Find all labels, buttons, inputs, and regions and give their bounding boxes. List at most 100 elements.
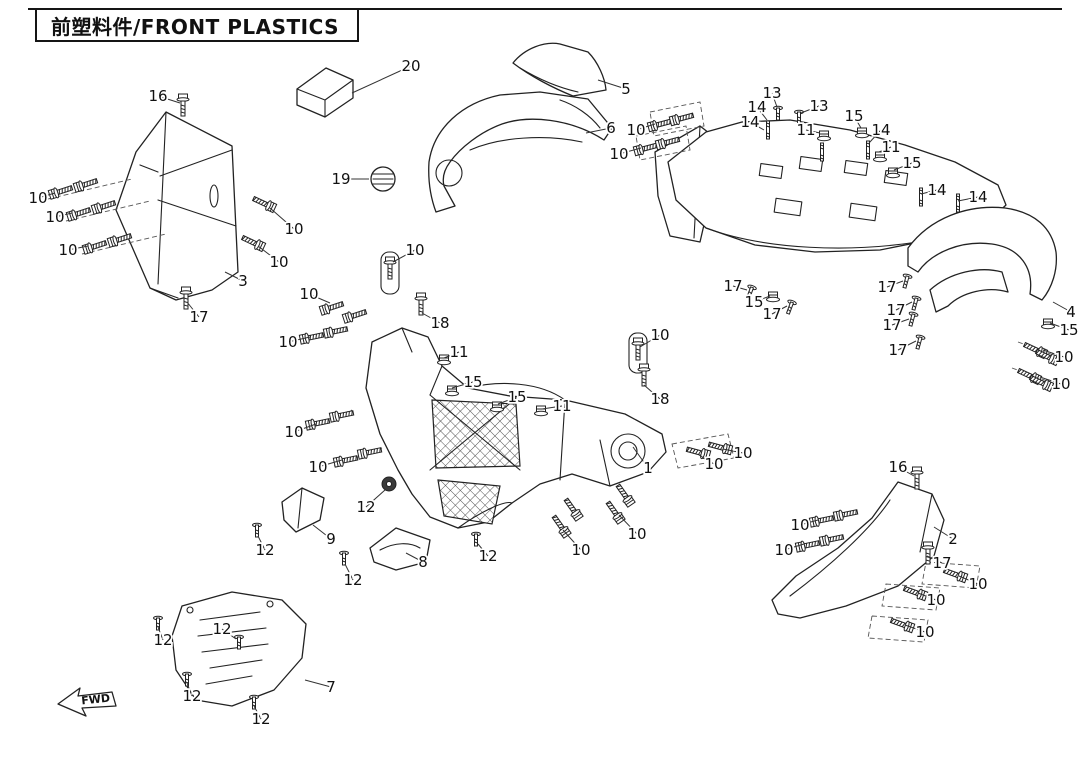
fwd-arrow: FWD — [57, 687, 117, 717]
parts-artwork: FWD — [47, 42, 1058, 717]
callout-17: 17 — [877, 278, 896, 296]
screw-icon — [298, 329, 325, 346]
screw-icon — [318, 298, 346, 317]
screw-icon — [901, 583, 929, 602]
callout-10: 10 — [609, 145, 628, 163]
leader-line — [257, 535, 266, 551]
clip-icon — [339, 550, 349, 566]
clip-icon — [908, 294, 922, 312]
callout-17: 17 — [762, 305, 781, 323]
bolt-icon — [383, 256, 397, 280]
bolt-icon — [637, 363, 651, 387]
callout-10: 10 — [405, 241, 424, 259]
stud-icon — [866, 140, 870, 160]
leader-line — [1042, 349, 1065, 358]
callout-10: 10 — [28, 189, 47, 207]
leader-line — [722, 448, 744, 454]
screw-icon — [888, 615, 916, 634]
fwd-direction-label: FWD — [81, 692, 111, 708]
leader-line — [585, 127, 612, 134]
callout-4: 4 — [1066, 303, 1076, 321]
callout-14: 14 — [747, 98, 766, 116]
leader-line — [643, 384, 661, 400]
callout-10: 10 — [45, 208, 64, 226]
diagram-title-box: 前塑料件/FRONT PLASTICS — [35, 8, 359, 42]
screw-icon — [304, 415, 331, 432]
callout-10: 10 — [650, 326, 669, 344]
leader-line — [958, 575, 979, 585]
leader-line — [157, 95, 181, 104]
part-6-front-hood — [428, 91, 613, 213]
callout-10: 10 — [915, 623, 934, 641]
screw-icon — [72, 175, 100, 194]
screw-icon — [668, 109, 695, 127]
clip-icon — [773, 105, 783, 121]
leader-line — [917, 592, 937, 601]
leader-line — [421, 312, 441, 324]
clip-icon — [912, 333, 926, 351]
stud-icon — [766, 120, 770, 140]
callout-15: 15 — [744, 293, 763, 311]
callout-12: 12 — [212, 620, 231, 638]
leader-line — [443, 351, 460, 359]
callout-18: 18 — [650, 390, 669, 408]
leader-line — [365, 489, 386, 508]
screw-icon — [47, 182, 75, 201]
callout-15: 15 — [902, 154, 921, 172]
callout-10: 10 — [1051, 375, 1070, 393]
leader-line — [308, 293, 331, 304]
callout-11: 11 — [552, 397, 571, 415]
leader-line — [497, 396, 518, 405]
callout-10: 10 — [704, 455, 723, 473]
callout-10: 10 — [269, 253, 288, 271]
leader-line — [405, 552, 424, 563]
callout-14: 14 — [740, 113, 759, 131]
leader-line — [732, 285, 748, 291]
leader-line — [933, 526, 954, 540]
callout-10: 10 — [626, 121, 645, 139]
screw-icon — [332, 452, 359, 469]
callout-11: 11 — [881, 138, 900, 156]
part-20-box — [296, 67, 354, 118]
callout-17: 17 — [886, 301, 905, 319]
leader-line — [886, 280, 904, 288]
screw-icon — [603, 498, 627, 526]
bolt-sleeve-outline — [380, 251, 400, 295]
nut-icon — [855, 127, 869, 139]
leader-line — [639, 334, 661, 348]
nut-icon — [490, 401, 504, 413]
callout-18: 18 — [430, 314, 449, 332]
callout-5: 5 — [621, 80, 631, 98]
callout-10: 10 — [278, 333, 297, 351]
callout-9: 9 — [326, 530, 336, 548]
leader-line — [54, 212, 73, 218]
callout-16: 16 — [148, 87, 167, 105]
leader-line — [957, 196, 979, 202]
callout-2: 2 — [948, 530, 958, 548]
callout-3: 3 — [238, 272, 248, 290]
page-title: 前塑料件/FRONT PLASTICS — [51, 14, 340, 39]
part-19-emblem — [370, 166, 396, 192]
leader-line — [698, 454, 715, 465]
callout-11: 11 — [796, 121, 815, 139]
leader-line — [893, 162, 913, 171]
callout-13: 13 — [809, 97, 828, 115]
callout-7: 7 — [326, 678, 336, 696]
callout-15: 15 — [1059, 321, 1078, 339]
leader-line — [868, 129, 882, 144]
bolt-sleeve-outline — [628, 332, 648, 374]
leader-line — [157, 626, 164, 641]
screw-icon — [356, 444, 383, 461]
part-9-bracket — [281, 487, 325, 533]
leader-line — [756, 106, 768, 121]
leader-line — [618, 514, 638, 535]
screw-icon — [328, 407, 355, 424]
callout-10: 10 — [790, 516, 809, 534]
leader-line — [926, 555, 943, 564]
callout-12: 12 — [343, 571, 362, 589]
leader-line — [891, 318, 910, 326]
callout-17: 17 — [723, 277, 742, 295]
callout-10: 10 — [733, 444, 752, 462]
clip-icon — [471, 531, 481, 547]
callout-13: 13 — [762, 84, 781, 102]
